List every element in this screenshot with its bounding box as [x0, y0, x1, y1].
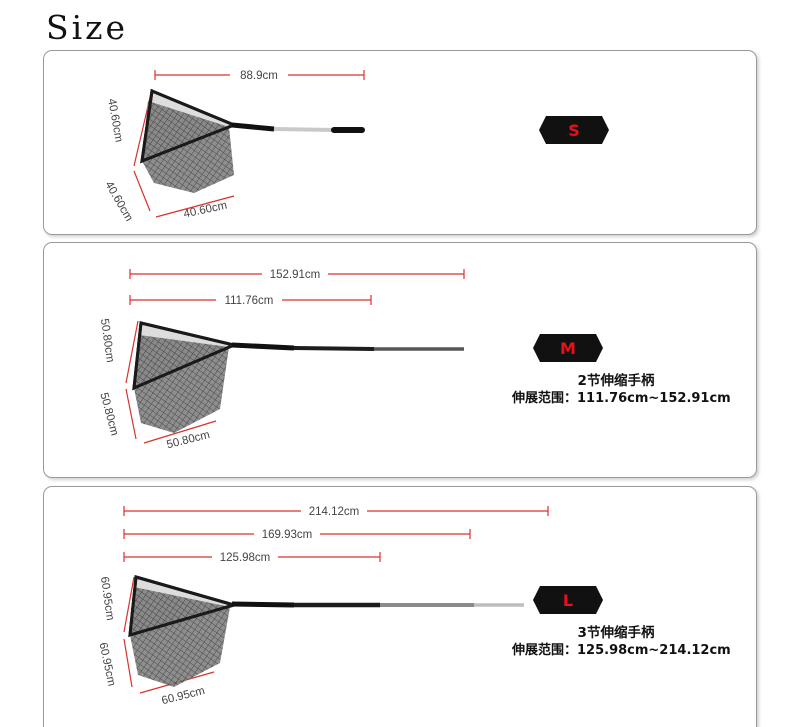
net-illustration-m: 152.91cm 111.76cm 50.80cm 50.80cm 50.80c…	[97, 265, 465, 451]
hoop-width-label: 60.95cm	[160, 685, 206, 707]
extension-range-text: 伸展范围：125.98cm~214.12cm	[512, 643, 731, 658]
handle-sections-text: 2节伸缩手柄	[577, 373, 655, 389]
size-letter-l: L	[563, 591, 573, 610]
length-label-extended: 152.91cm	[270, 269, 321, 281]
size-panel-s: 88.9cm 40.60cm 40.60cm 40.60cm S	[43, 50, 757, 235]
length-label-min: 125.98cm	[220, 552, 271, 564]
length-label: 88.9cm	[240, 70, 278, 82]
extension-range-text: 伸展范围：111.76cm~152.91cm	[512, 391, 731, 406]
hoop-height-label: 40.60cm	[105, 98, 124, 144]
hoop-height-label: 50.80cm	[98, 318, 116, 363]
length-label-max: 214.12cm	[309, 506, 360, 518]
length-label-mid: 169.93cm	[262, 529, 313, 541]
length-label-collapsed: 111.76cm	[225, 295, 274, 307]
hoop-depth-label: 40.60cm	[102, 179, 134, 223]
page-title: Size	[46, 8, 129, 47]
handle-sections-text: 3节伸缩手柄	[577, 625, 655, 641]
size-badge-m: M	[533, 334, 603, 362]
hoop-height-label: 60.95cm	[98, 576, 116, 621]
size-panel-m: 152.91cm 111.76cm 50.80cm 50.80cm 50.80c…	[43, 242, 757, 478]
hoop-dimension-lines	[125, 320, 217, 444]
size-letter-s: S	[568, 121, 580, 140]
hoop-depth-label: 50.80cm	[97, 391, 120, 437]
hoop-width-label: 40.60cm	[183, 200, 229, 221]
size-badge-s: S	[539, 116, 609, 144]
net-illustration-l: 214.12cm 169.93cm 125.98cm 60.95cm 60.95…	[96, 503, 549, 707]
size-letter-m: M	[560, 339, 576, 358]
size-badge-l: L	[533, 586, 603, 614]
net-illustration-s: 88.9cm 40.60cm 40.60cm 40.60cm	[102, 67, 365, 224]
length-dimension-line	[154, 67, 365, 82]
hoop-depth-label: 60.95cm	[96, 642, 117, 688]
size-panel-l: 214.12cm 169.93cm 125.98cm 60.95cm 60.95…	[43, 486, 757, 727]
